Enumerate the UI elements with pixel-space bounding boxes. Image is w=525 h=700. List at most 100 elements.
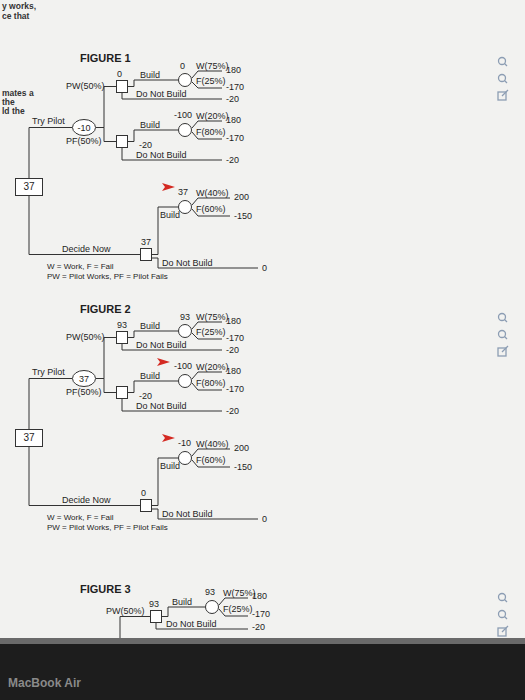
chance-outline [178, 374, 192, 388]
node-value: -100 [174, 361, 192, 371]
decision-node: 0 [140, 499, 152, 512]
chance-outline [205, 600, 219, 614]
branch-label: Build [160, 210, 180, 220]
decision-node: -20 [116, 386, 128, 399]
chance-outline [179, 325, 192, 338]
tree-branch [96, 87, 116, 128]
tree-branch [29, 128, 72, 179]
branch-label: PF(50%) [66, 387, 102, 397]
chance-node: 0 [178, 73, 192, 87]
node-value: 93 [180, 312, 190, 322]
root-decision-box: 37 [15, 429, 43, 447]
node-value: -20 [139, 391, 152, 401]
branch-label: F(80%) [196, 378, 226, 388]
node-value: -20 [139, 140, 152, 150]
legend-note: W = Work, F = Fail [47, 513, 114, 522]
chance-outline [179, 452, 192, 465]
node-value: 37 [141, 237, 151, 247]
chance-node: -10 [72, 119, 96, 136]
decision-node: 93 [116, 331, 128, 344]
node-value: 37 [178, 187, 188, 197]
branch-label: Try Pilot [32, 367, 65, 377]
chance-outline [178, 73, 192, 87]
figure-title: FIGURE 2 [80, 303, 131, 315]
node-value: -10 [178, 438, 191, 448]
branch-label: Build [140, 70, 160, 80]
branch-label: Build [160, 461, 180, 471]
payoff-value: -20 [226, 94, 239, 104]
node-value: 37 [16, 433, 42, 443]
payoff-value: 180 [226, 115, 241, 125]
branch-line [219, 598, 248, 605]
cropped-text: ce that [2, 12, 29, 21]
payoff-value: 200 [234, 192, 249, 202]
toolbar-icons [498, 594, 508, 637]
chance-outline [206, 601, 219, 614]
chance-outline [178, 123, 192, 137]
branch-label: W(40%) [196, 439, 229, 449]
branch-label: Build [172, 597, 192, 607]
tree-branch [128, 331, 178, 338]
tree-branch [128, 381, 178, 393]
cropped-text: ld the [2, 107, 25, 116]
branch-label: Build [140, 371, 160, 381]
chance-outline [178, 324, 192, 338]
node-value: -100 [174, 110, 192, 120]
node-value: 0 [141, 488, 146, 498]
chance-outline [178, 451, 192, 465]
cropped-text: the [2, 98, 15, 107]
device-label: MacBook Air [8, 676, 81, 690]
cropped-text: mates a [2, 89, 34, 98]
branch-label: F(25%) [223, 604, 253, 614]
payoff-value: -170 [226, 82, 244, 92]
tree-branch [29, 379, 72, 430]
branch-label: F(25%) [196, 327, 226, 337]
red-cursor-mark [157, 358, 170, 366]
chance-outline [179, 124, 192, 137]
branch-label: W(40%) [196, 188, 229, 198]
node-value: 0 [180, 61, 185, 71]
chance-node: 93 [205, 600, 219, 614]
decision-node: 93 [150, 610, 162, 623]
cropped-text: y works, [2, 2, 36, 11]
legend-note: PW = Pilot Works, PF = Pilot Fails [47, 523, 168, 532]
branch-label: Decide Now [62, 244, 111, 254]
branch-line [120, 617, 150, 641]
chance-node: 93 [178, 324, 192, 338]
figure-title: FIGURE 1 [80, 52, 131, 64]
legend-note: PW = Pilot Works, PF = Pilot Fails [47, 272, 168, 281]
payoff-value: -170 [226, 333, 244, 343]
screen-edge [0, 638, 525, 644]
node-value: 93 [149, 599, 159, 609]
branch-label: F(25%) [196, 76, 226, 86]
payoff-value: 200 [234, 443, 249, 453]
node-value: 37 [72, 374, 96, 384]
branch-label: W(75%) [196, 312, 229, 322]
node-value: 93 [205, 587, 215, 597]
chance-outline [179, 375, 192, 388]
branch-label: Do Not Build [136, 89, 187, 99]
branch-label: Build [140, 120, 160, 130]
tree-branch-lines [122, 71, 258, 268]
branch-label: Do Not Build [136, 150, 187, 160]
payoff-value: 180 [252, 591, 267, 601]
tree-branch [162, 607, 205, 617]
branch-label: PW(50%) [66, 81, 105, 91]
payoff-value: -20 [252, 622, 265, 632]
tree-branch [29, 447, 140, 506]
branch-label: PW(50%) [106, 606, 145, 616]
chance-outline [73, 371, 96, 387]
branch-label: Do Not Build [136, 340, 187, 350]
tree-branch [96, 338, 116, 379]
toolbar-icons [498, 58, 508, 101]
decision-node: -20 [116, 135, 128, 148]
payoff-value: -150 [234, 211, 252, 221]
payoff-value: -150 [234, 462, 252, 472]
node-value: 37 [16, 182, 42, 192]
branch-label: PW(50%) [66, 332, 105, 342]
chance-outline [179, 201, 192, 214]
decision-node: 0 [116, 80, 128, 93]
branch-label: W(75%) [223, 588, 256, 598]
branch-label: PF(50%) [66, 136, 102, 146]
branch-label: F(80%) [196, 127, 226, 137]
